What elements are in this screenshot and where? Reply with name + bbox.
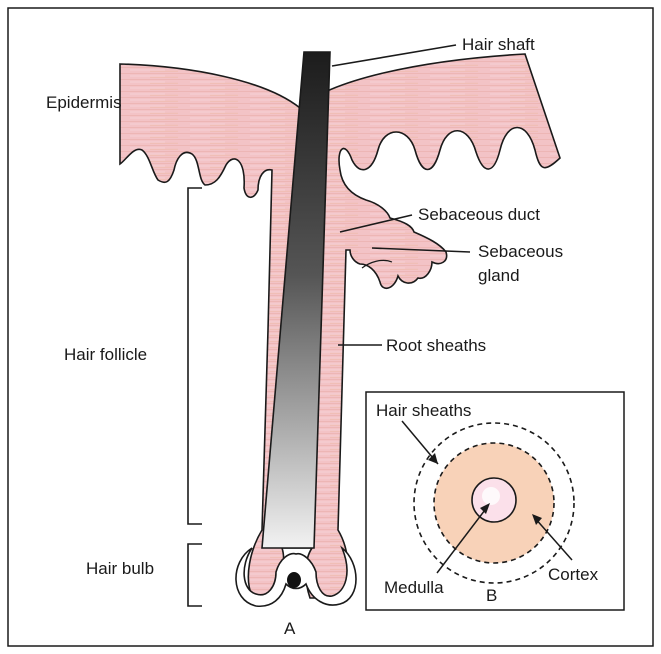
hair-follicle-bracket [188,188,202,524]
dermal-papilla [287,572,301,588]
hair-shaft-label: Hair shaft [462,35,535,54]
cortex-label: Cortex [548,565,599,584]
medulla-highlight [482,487,500,505]
panel-b-label: B [486,586,497,605]
sebaceous-gland-label-line2: gland [478,266,520,285]
hair-follicle-label: Hair follicle [64,345,147,364]
hair-bulb-label: Hair bulb [86,559,154,578]
hair-bulb-bracket [188,544,202,606]
medulla-label: Medulla [384,578,444,597]
hair-sheaths-label: Hair sheaths [376,401,471,420]
sebaceous-duct-label: Sebaceous duct [418,205,540,224]
epidermis-label: Epidermis [46,93,122,112]
panel-a-label: A [284,619,296,638]
root-sheaths-label: Root sheaths [386,336,486,355]
sebaceous-gland-label-line1: Sebaceous [478,242,563,261]
